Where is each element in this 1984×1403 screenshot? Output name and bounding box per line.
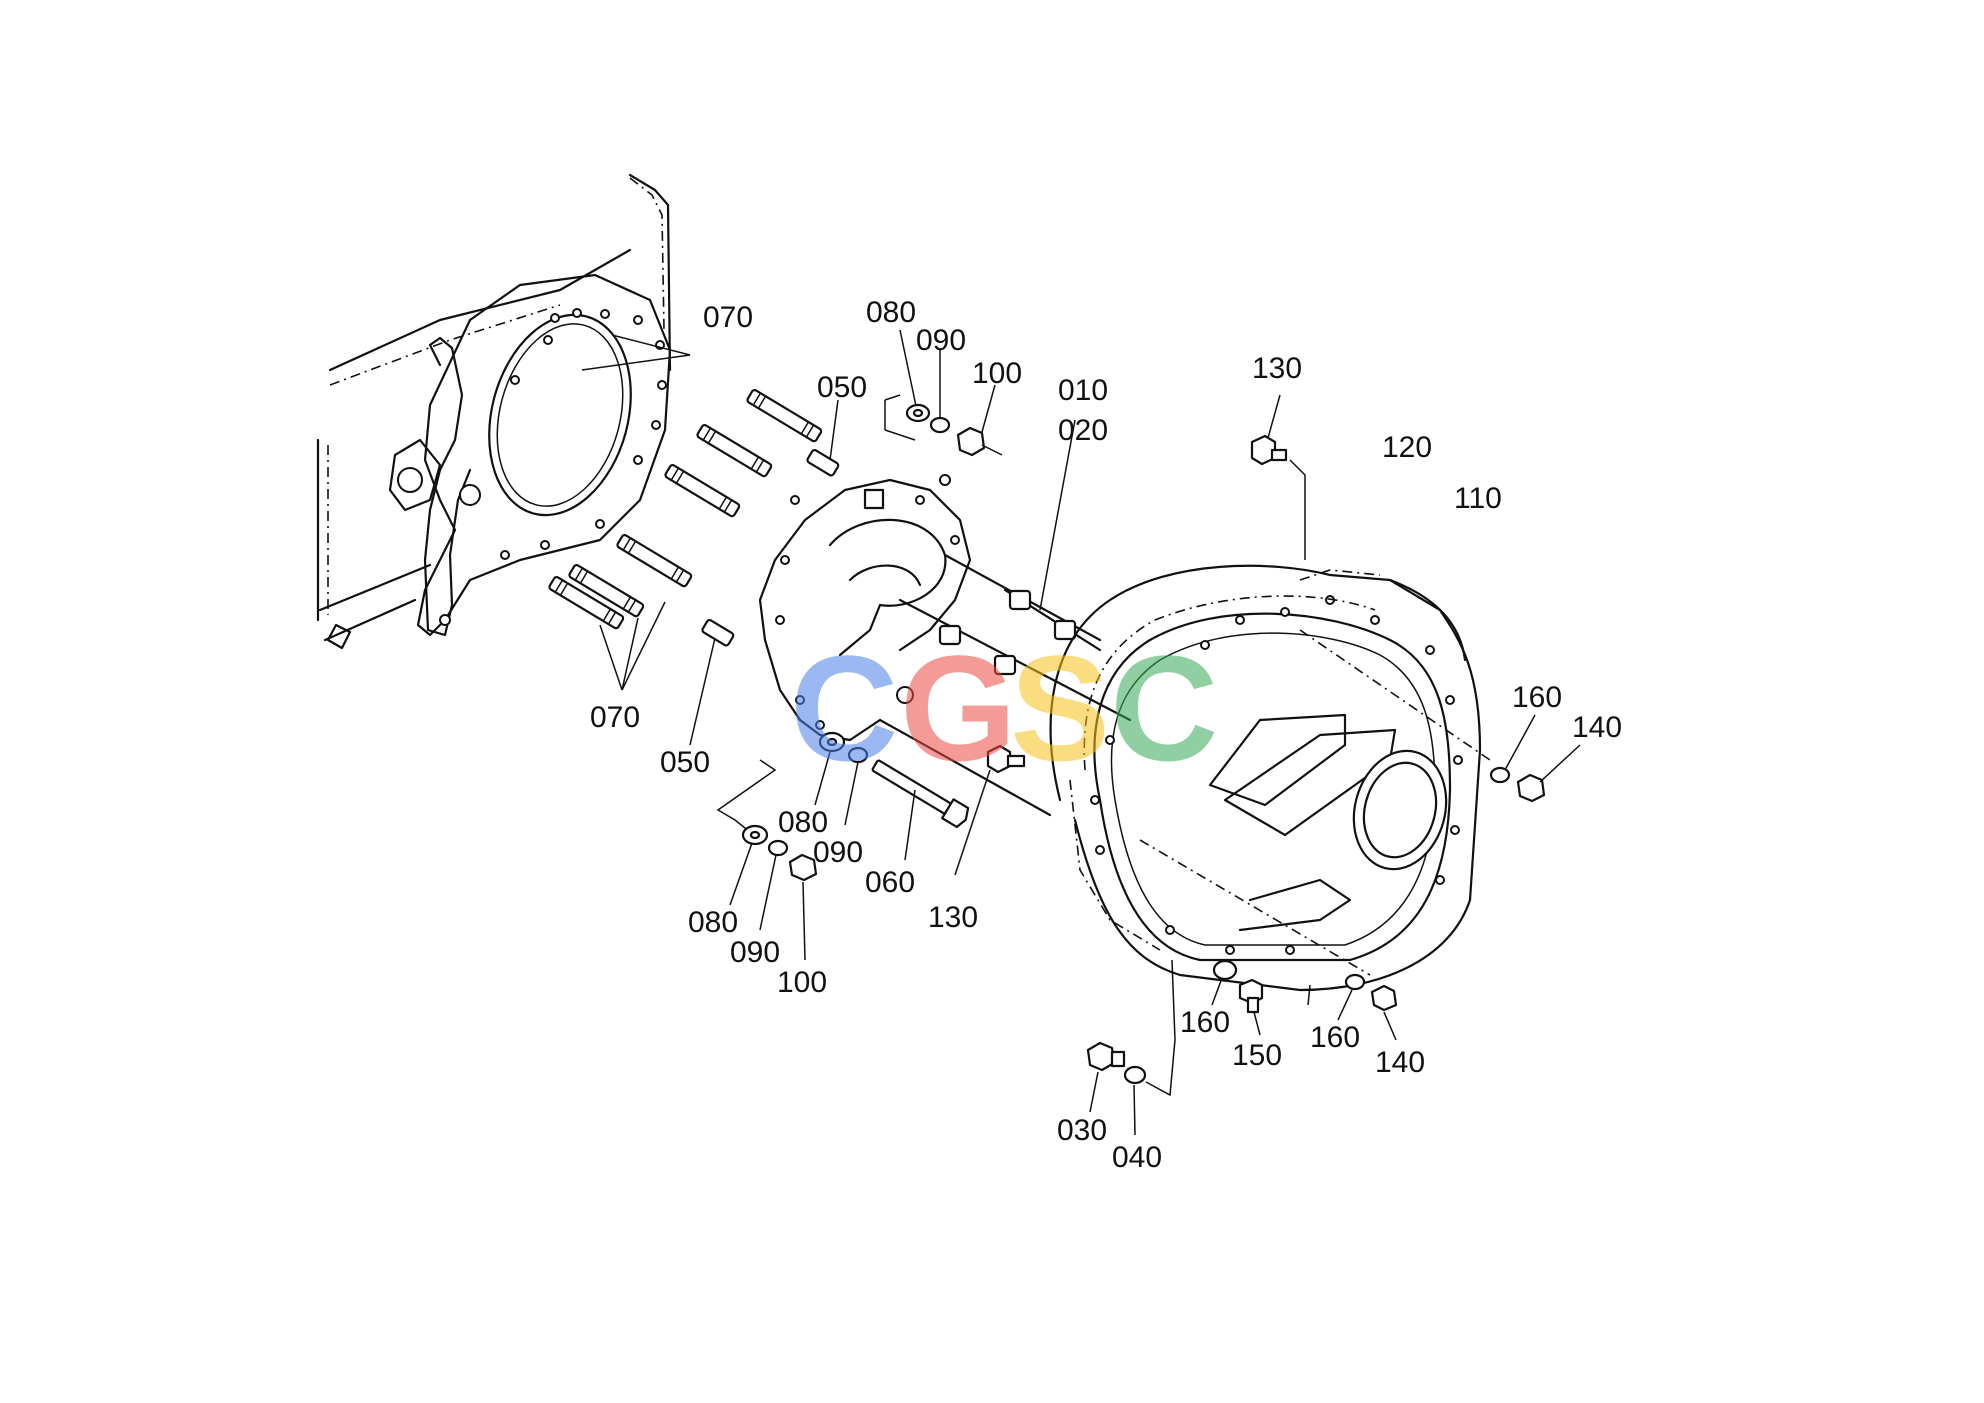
label-110: 110 — [1454, 482, 1502, 515]
tractor-body — [316, 173, 672, 650]
mounting-flange-plate — [388, 273, 672, 637]
label-140-lower: 140 — [1375, 1046, 1425, 1079]
label-040: 040 — [1112, 1141, 1162, 1174]
label-100-bottom: 100 — [777, 966, 827, 999]
label-080-top: 080 — [866, 296, 916, 329]
dowel-pin-050-top — [806, 449, 840, 477]
leader-050-bottom — [689, 637, 716, 746]
lower-right-hardware — [1211, 959, 1398, 1041]
label-050-bottom: 050 — [660, 746, 710, 779]
label-150: 150 — [1232, 1039, 1282, 1072]
label-070-top: 070 — [703, 301, 753, 334]
bolt-130-top — [1250, 394, 1306, 560]
leader-050-top — [829, 399, 839, 461]
label-080-bottom: 080 — [688, 906, 738, 939]
label-160-right: 160 — [1512, 681, 1562, 714]
washer-group-mid — [814, 731, 869, 826]
label-080-mid: 080 — [778, 806, 828, 839]
bolt-060 — [871, 759, 970, 829]
label-060: 060 — [865, 866, 915, 899]
label-090-bottom: 090 — [730, 936, 780, 969]
washer-nut-group-top — [899, 329, 1003, 457]
watermark-letter-4: C — [1110, 624, 1218, 792]
part-labels: 070 080 090 100 050 010 020 130 120 110 … — [590, 296, 1622, 1174]
stud-bolts-070-top — [581, 334, 823, 518]
watermark-letter-3: S — [1010, 624, 1110, 792]
label-030: 030 — [1057, 1114, 1107, 1147]
label-130-bottom: 130 — [928, 901, 978, 934]
label-160-lower-b: 160 — [1310, 1021, 1360, 1054]
drain-plug — [1086, 959, 1176, 1136]
label-140-right: 140 — [1572, 711, 1622, 744]
watermark-letter-1: C — [790, 624, 898, 792]
label-050-top: 050 — [817, 371, 867, 404]
label-090-top: 090 — [916, 324, 966, 357]
stud-bolts-070-bottom — [548, 534, 693, 691]
final-drive-case — [1049, 564, 1491, 1006]
watermark-letter-2: G — [900, 624, 1017, 792]
label-070-bottom: 070 — [590, 701, 640, 734]
label-020: 020 — [1058, 414, 1108, 447]
label-100-top: 100 — [972, 357, 1022, 390]
label-160-lower-a: 160 — [1180, 1006, 1230, 1039]
washer-nut-group-bottom — [716, 759, 818, 961]
dowel-pin-050-bottom — [701, 619, 735, 647]
nut-washer-right — [1489, 714, 1581, 803]
bolt-130-bottom — [954, 744, 1026, 876]
leader-060 — [904, 789, 916, 861]
label-130-top: 130 — [1252, 352, 1302, 385]
watermark-logo: C G S C — [790, 624, 1218, 792]
label-120: 120 — [1382, 431, 1432, 464]
label-010: 010 — [1058, 374, 1108, 407]
label-090-mid: 090 — [813, 836, 863, 869]
